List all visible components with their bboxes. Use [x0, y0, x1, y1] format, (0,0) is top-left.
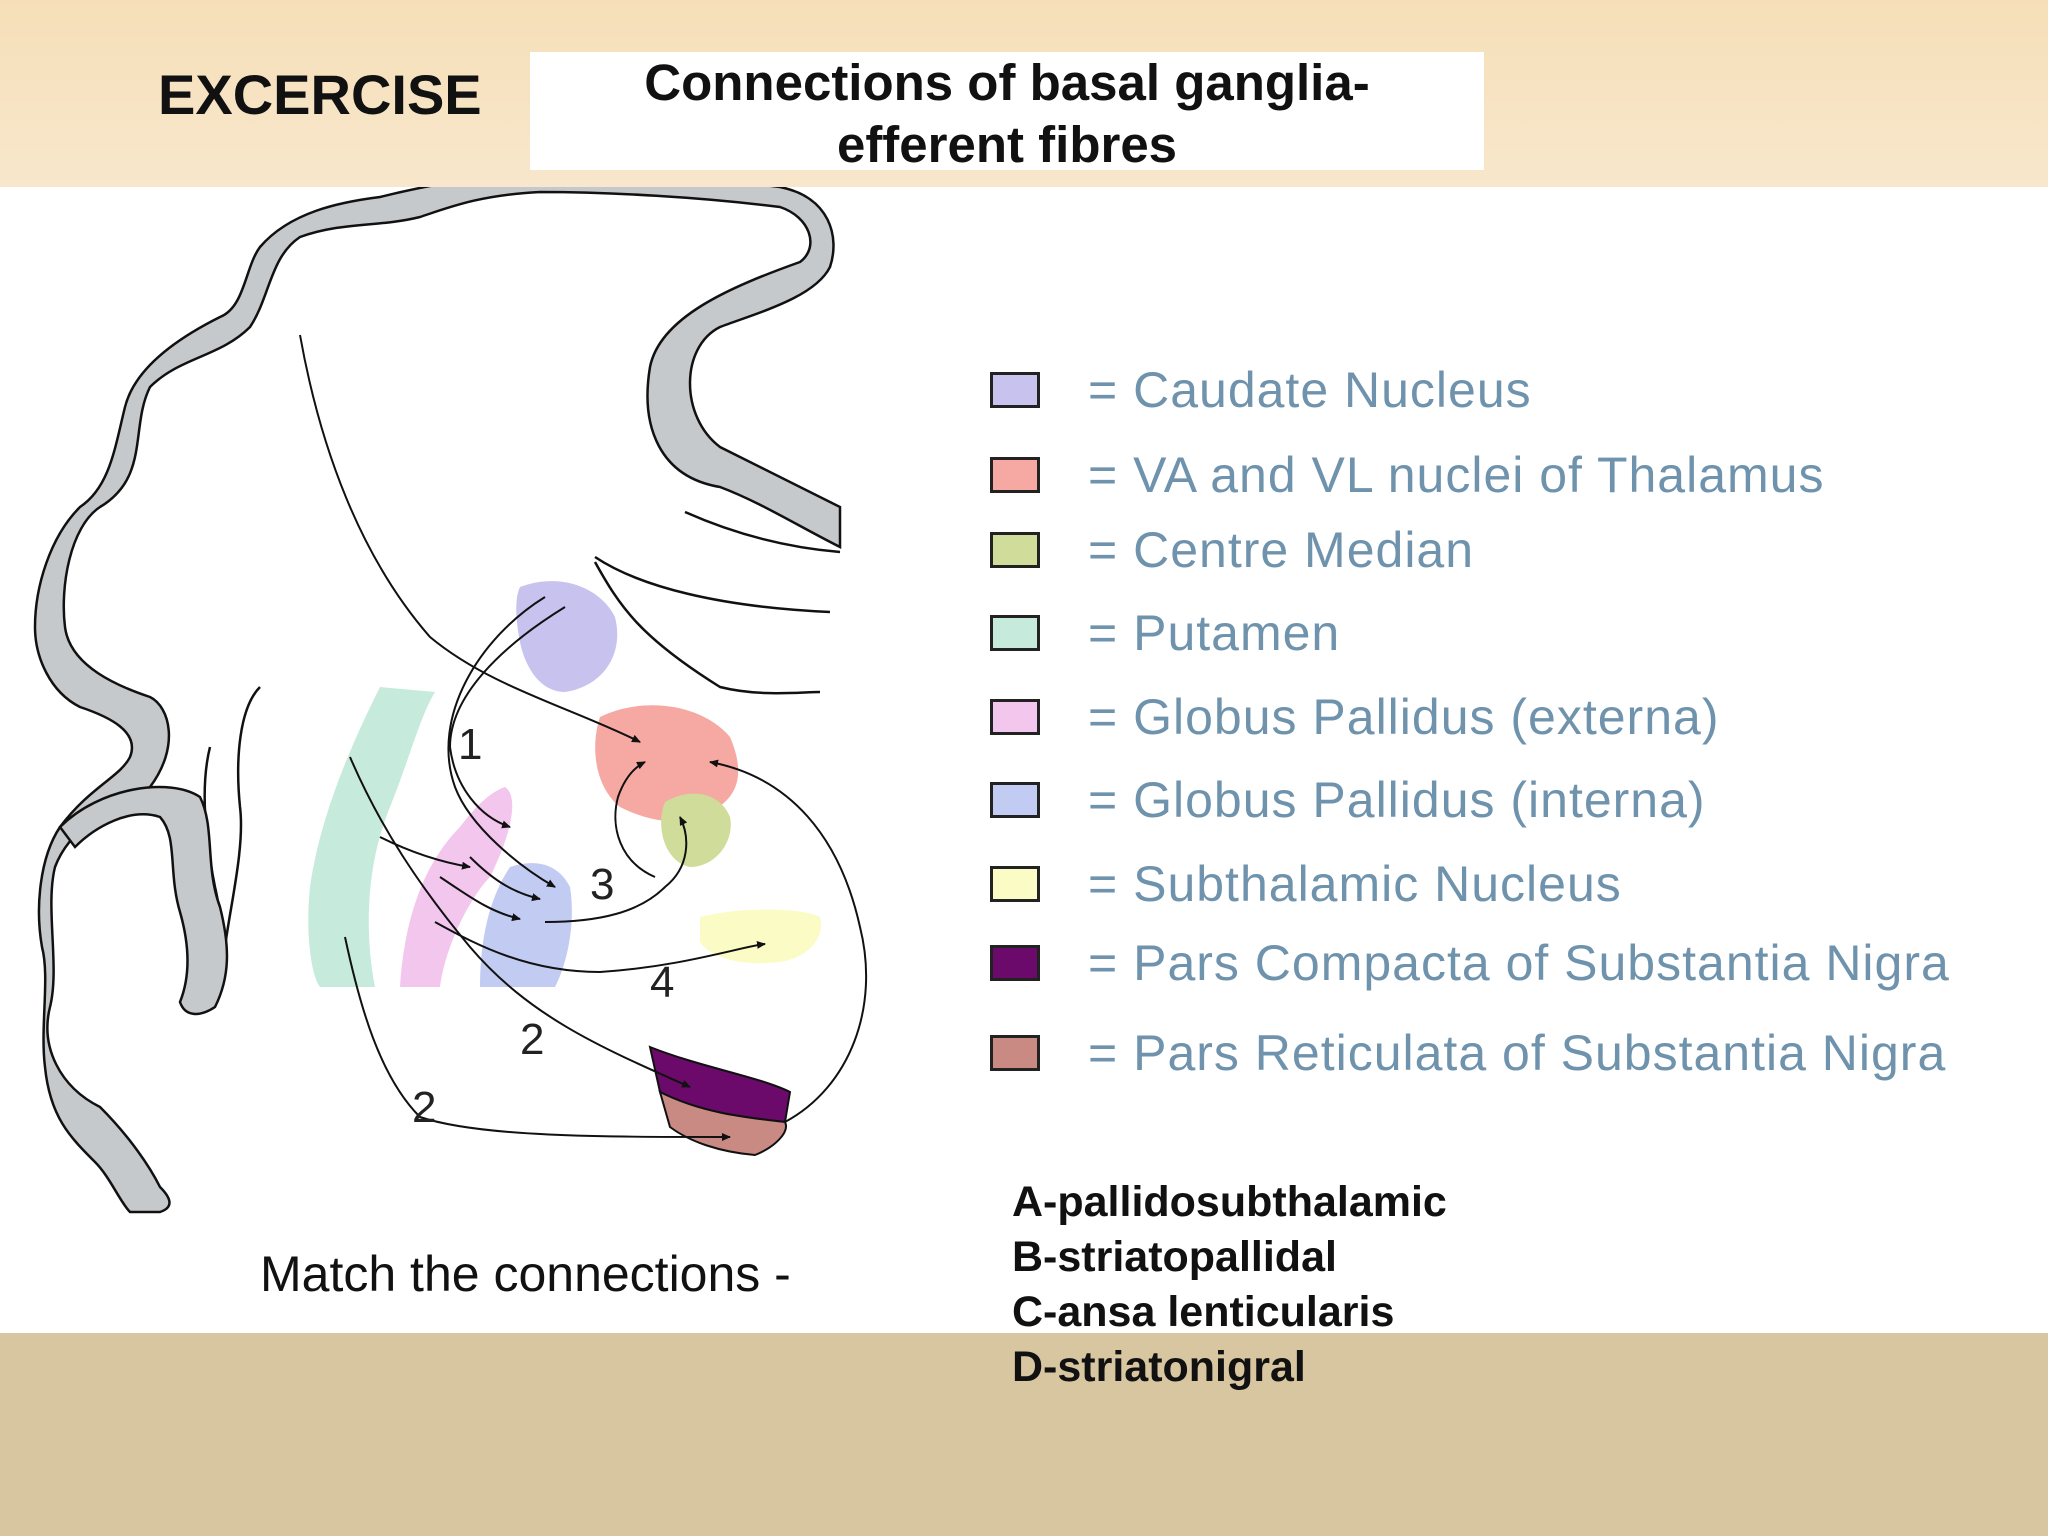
- match-prompt: Match the connections -: [260, 1246, 791, 1302]
- legend-swatch-thalamus: [990, 457, 1040, 493]
- legend-label-centre-median: = Centre Median: [1088, 522, 1475, 578]
- page-title: Connections of basal ganglia- efferent f…: [530, 52, 1484, 176]
- putamen-to-gpi-fibre: [469, 856, 541, 902]
- legend-swatch-gp-externa: [990, 699, 1040, 735]
- legend-swatch-subthalamic: [990, 866, 1040, 902]
- cerebral-cortex: [33, 187, 842, 1214]
- pathway-number-2-upper: 2: [520, 1015, 544, 1064]
- legend-label-gp-interna: = Globus Pallidus (interna): [1088, 772, 1706, 828]
- legend-label-thalamus: = VA and VL nuclei of Thalamus: [1088, 447, 1825, 503]
- legend-swatch-caudate: [990, 372, 1040, 408]
- pathway-3-gpi-to-thalamus: [544, 816, 688, 923]
- legend-swatch-pars-reticulata: [990, 1035, 1040, 1071]
- va-vl-thalamus: [595, 705, 739, 822]
- legend-label-gp-externa: = Globus Pallidus (externa): [1088, 689, 1720, 745]
- subthalamic-nucleus: [700, 909, 821, 964]
- option-c: C-ansa lenticularis: [1012, 1288, 1395, 1336]
- pathway-2-striatonigral-lower: [344, 936, 731, 1141]
- legend-label-subthalamic: = Subthalamic Nucleus: [1088, 856, 1622, 912]
- pathway-number-4: 4: [650, 958, 674, 1007]
- globus-pallidus-interna: [480, 863, 572, 987]
- legend-label-putamen: = Putamen: [1088, 605, 1341, 661]
- legend-label-caudate: = Caudate Nucleus: [1088, 362, 1532, 418]
- pathway-4-gpe-to-subthalamic: [434, 921, 766, 974]
- title-box: Connections of basal ganglia- efferent f…: [530, 52, 1484, 173]
- option-d: D-striatonigral: [1012, 1343, 1306, 1391]
- title-line-2: efferent fibres: [836, 116, 1178, 173]
- footer-band: [0, 1333, 2048, 1536]
- internal-capsule-line: [593, 561, 821, 695]
- pars-reticulata-substantia-nigra: [658, 1090, 787, 1157]
- putamen: [308, 687, 435, 987]
- option-b: B-striatopallidal: [1012, 1233, 1337, 1281]
- pathway-3b-to-va-vl: [614, 761, 656, 878]
- nigrostriatal-loop: [709, 759, 868, 1123]
- basal-ganglia-diagram: 1 2 2 3 4: [33, 187, 868, 1214]
- exercise-label: EXCERCISE: [158, 63, 482, 126]
- pathway-2-striatonigral-upper: [349, 756, 691, 1088]
- pathway-1b-caudate-to-gpi: [447, 596, 556, 888]
- legend-swatch-centre-median: [990, 532, 1040, 568]
- ventricle-line-middle: [594, 555, 831, 614]
- cortex-lower-band: [58, 785, 229, 1016]
- pathway-number-1: 1: [458, 720, 482, 769]
- legend-label-pars-reticulata: = Pars Reticulata of Substantia Nigra: [1088, 1025, 1947, 1081]
- legend-swatch-gp-interna: [990, 782, 1040, 818]
- legend-swatch-putamen: [990, 615, 1040, 651]
- legend-label-pars-compacta: = Pars Compacta of Substantia Nigra: [1088, 935, 1950, 991]
- answer-options: A-pallidosubthalamic B-striatopallidal C…: [1012, 1175, 1447, 1395]
- caudate-nucleus: [516, 581, 618, 692]
- option-a: A-pallidosubthalamic: [1012, 1178, 1447, 1226]
- legend-swatch-pars-compacta: [990, 945, 1040, 981]
- title-line-1: Connections of basal ganglia-: [644, 54, 1370, 111]
- putamen-to-gpi-fibre-2: [439, 876, 521, 922]
- putamen-to-gpe-fibre: [379, 836, 471, 870]
- pathway-number-2-lower: 2: [412, 1083, 436, 1132]
- pathway-1-caudate-to-gpe: [448, 606, 566, 829]
- centre-median: [661, 793, 731, 867]
- pathway-number-3: 3: [590, 860, 614, 909]
- cortex-inner-sulcus: [223, 686, 261, 948]
- corticostriate-fibre: [299, 334, 641, 743]
- ventricle-line-upper: [684, 510, 841, 554]
